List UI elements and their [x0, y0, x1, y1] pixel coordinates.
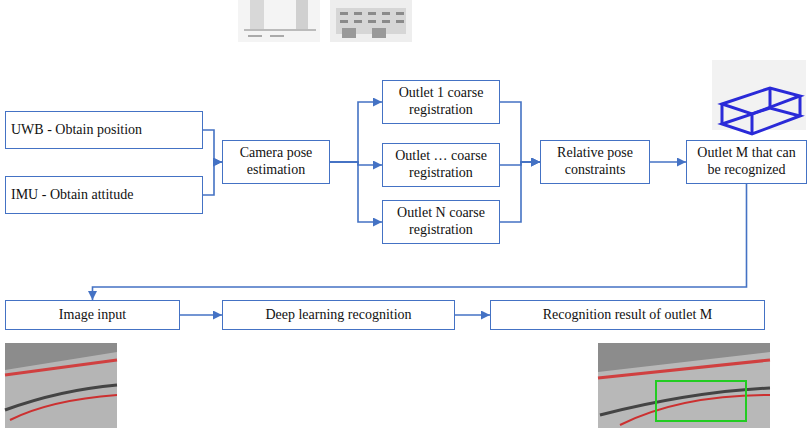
box-label: Outlet 1 coarse registration	[388, 85, 494, 119]
process-box: Outlet 1 coarse registration	[382, 80, 500, 124]
process-box: Image input	[5, 300, 180, 330]
process-box: Recognition result of outlet M	[490, 300, 765, 330]
box-label: Relative pose constraints	[546, 145, 644, 179]
cad-image-1	[238, 0, 320, 42]
box-label: Recognition result of outlet M	[496, 307, 759, 324]
box-label: Camera pose estimation	[228, 145, 324, 179]
box-label: Outlet N coarse registration	[388, 205, 494, 239]
flow-arrow	[500, 102, 540, 162]
process-box: Relative pose constraints	[540, 140, 650, 184]
process-box: UWB - Obtain position	[5, 111, 203, 149]
process-box: Outlet M that can be recognized	[686, 140, 807, 184]
box-label: Outlet M that can be recognized	[692, 145, 801, 179]
process-box: Outlet … coarse registration	[382, 143, 500, 187]
box-label: Outlet … coarse registration	[388, 148, 494, 182]
flow-arrow	[203, 162, 222, 195]
process-box: Deep learning recognition	[222, 300, 455, 330]
cad-image-2	[330, 0, 412, 42]
flow-arrow	[650, 161, 686, 163]
result-photo	[598, 343, 770, 428]
process-box: Outlet N coarse registration	[382, 200, 500, 244]
box-label: Deep learning recognition	[228, 307, 449, 324]
process-box: Camera pose estimation	[222, 140, 330, 184]
flow-arrow	[203, 130, 222, 162]
box-label: UWB - Obtain position	[11, 122, 197, 139]
bounding-box-image	[712, 60, 806, 134]
flow-arrow	[500, 162, 540, 222]
flow-arrow	[330, 162, 382, 222]
process-box: IMU - Obtain attitude	[5, 176, 203, 214]
flow-arrow	[330, 102, 382, 162]
input-photo	[5, 343, 117, 428]
box-label: IMU - Obtain attitude	[11, 187, 197, 204]
flow-arrow	[180, 314, 222, 316]
box-label: Image input	[11, 307, 174, 324]
flow-arrow	[455, 314, 490, 316]
